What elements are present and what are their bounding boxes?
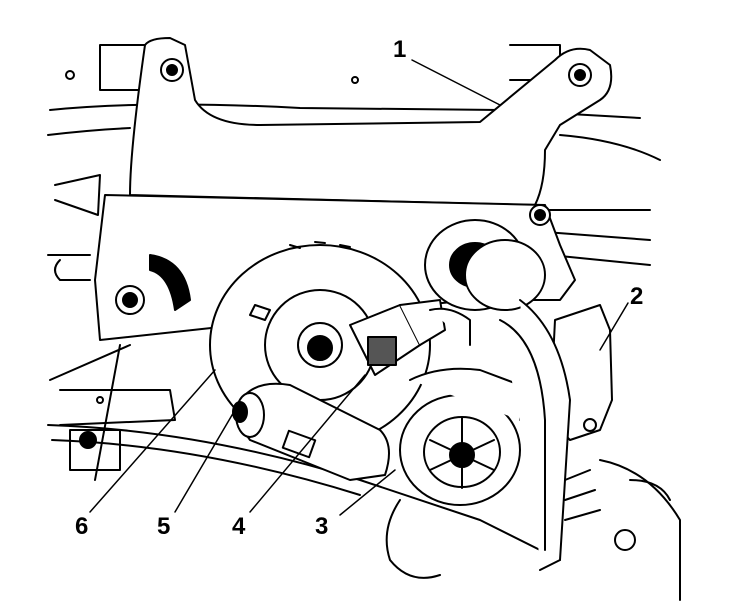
- callout-4: 4: [232, 513, 246, 540]
- leader-4: [249, 374, 366, 513]
- callout-3: 3: [315, 513, 329, 540]
- leader-3: [339, 469, 396, 516]
- vehicle-body-background: [47, 44, 681, 601]
- leader-1: [411, 59, 501, 106]
- control-module: [499, 299, 613, 571]
- leader-2: [599, 302, 629, 351]
- callout-2: 2: [630, 283, 644, 310]
- leader-5: [174, 409, 236, 513]
- leader-lines: [89, 59, 629, 516]
- mounting-bracket: [129, 37, 613, 206]
- callout-5: 5: [157, 513, 171, 540]
- sensor-connector: [349, 299, 471, 376]
- callout-1: 1: [393, 36, 407, 63]
- callout-6: 6: [75, 513, 89, 540]
- drive-motor: [232, 382, 390, 481]
- actuator-motor: [385, 367, 521, 579]
- leader-6: [89, 369, 216, 513]
